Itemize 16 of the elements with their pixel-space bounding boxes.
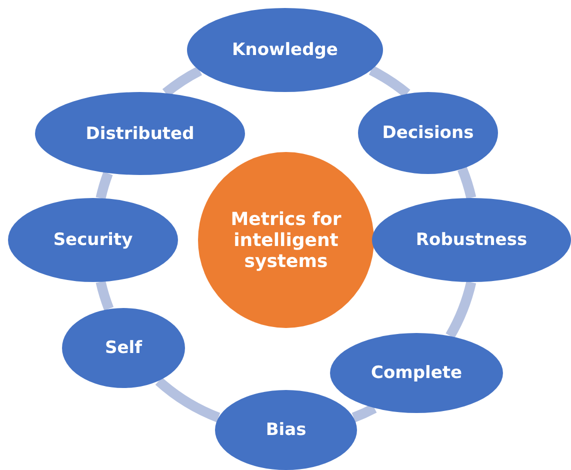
node-label: Robustness (416, 230, 528, 250)
ring-connector (96, 280, 114, 311)
node-label: Security (53, 230, 133, 250)
node-label: Distributed (86, 124, 194, 144)
ring-connector (352, 404, 377, 422)
ring-connector (368, 66, 410, 98)
ring-connector (446, 280, 476, 338)
node-label: Self (105, 338, 142, 358)
ring-connector (156, 377, 220, 422)
node-label: Complete (370, 363, 462, 383)
ring-connector (96, 172, 113, 200)
node-label: Knowledge (232, 40, 338, 60)
ring-connector (458, 167, 476, 199)
node-label: Metrics for intelligent systems (230, 208, 342, 272)
node-label: Bias (266, 420, 306, 440)
node-label: Decisions (382, 123, 474, 143)
